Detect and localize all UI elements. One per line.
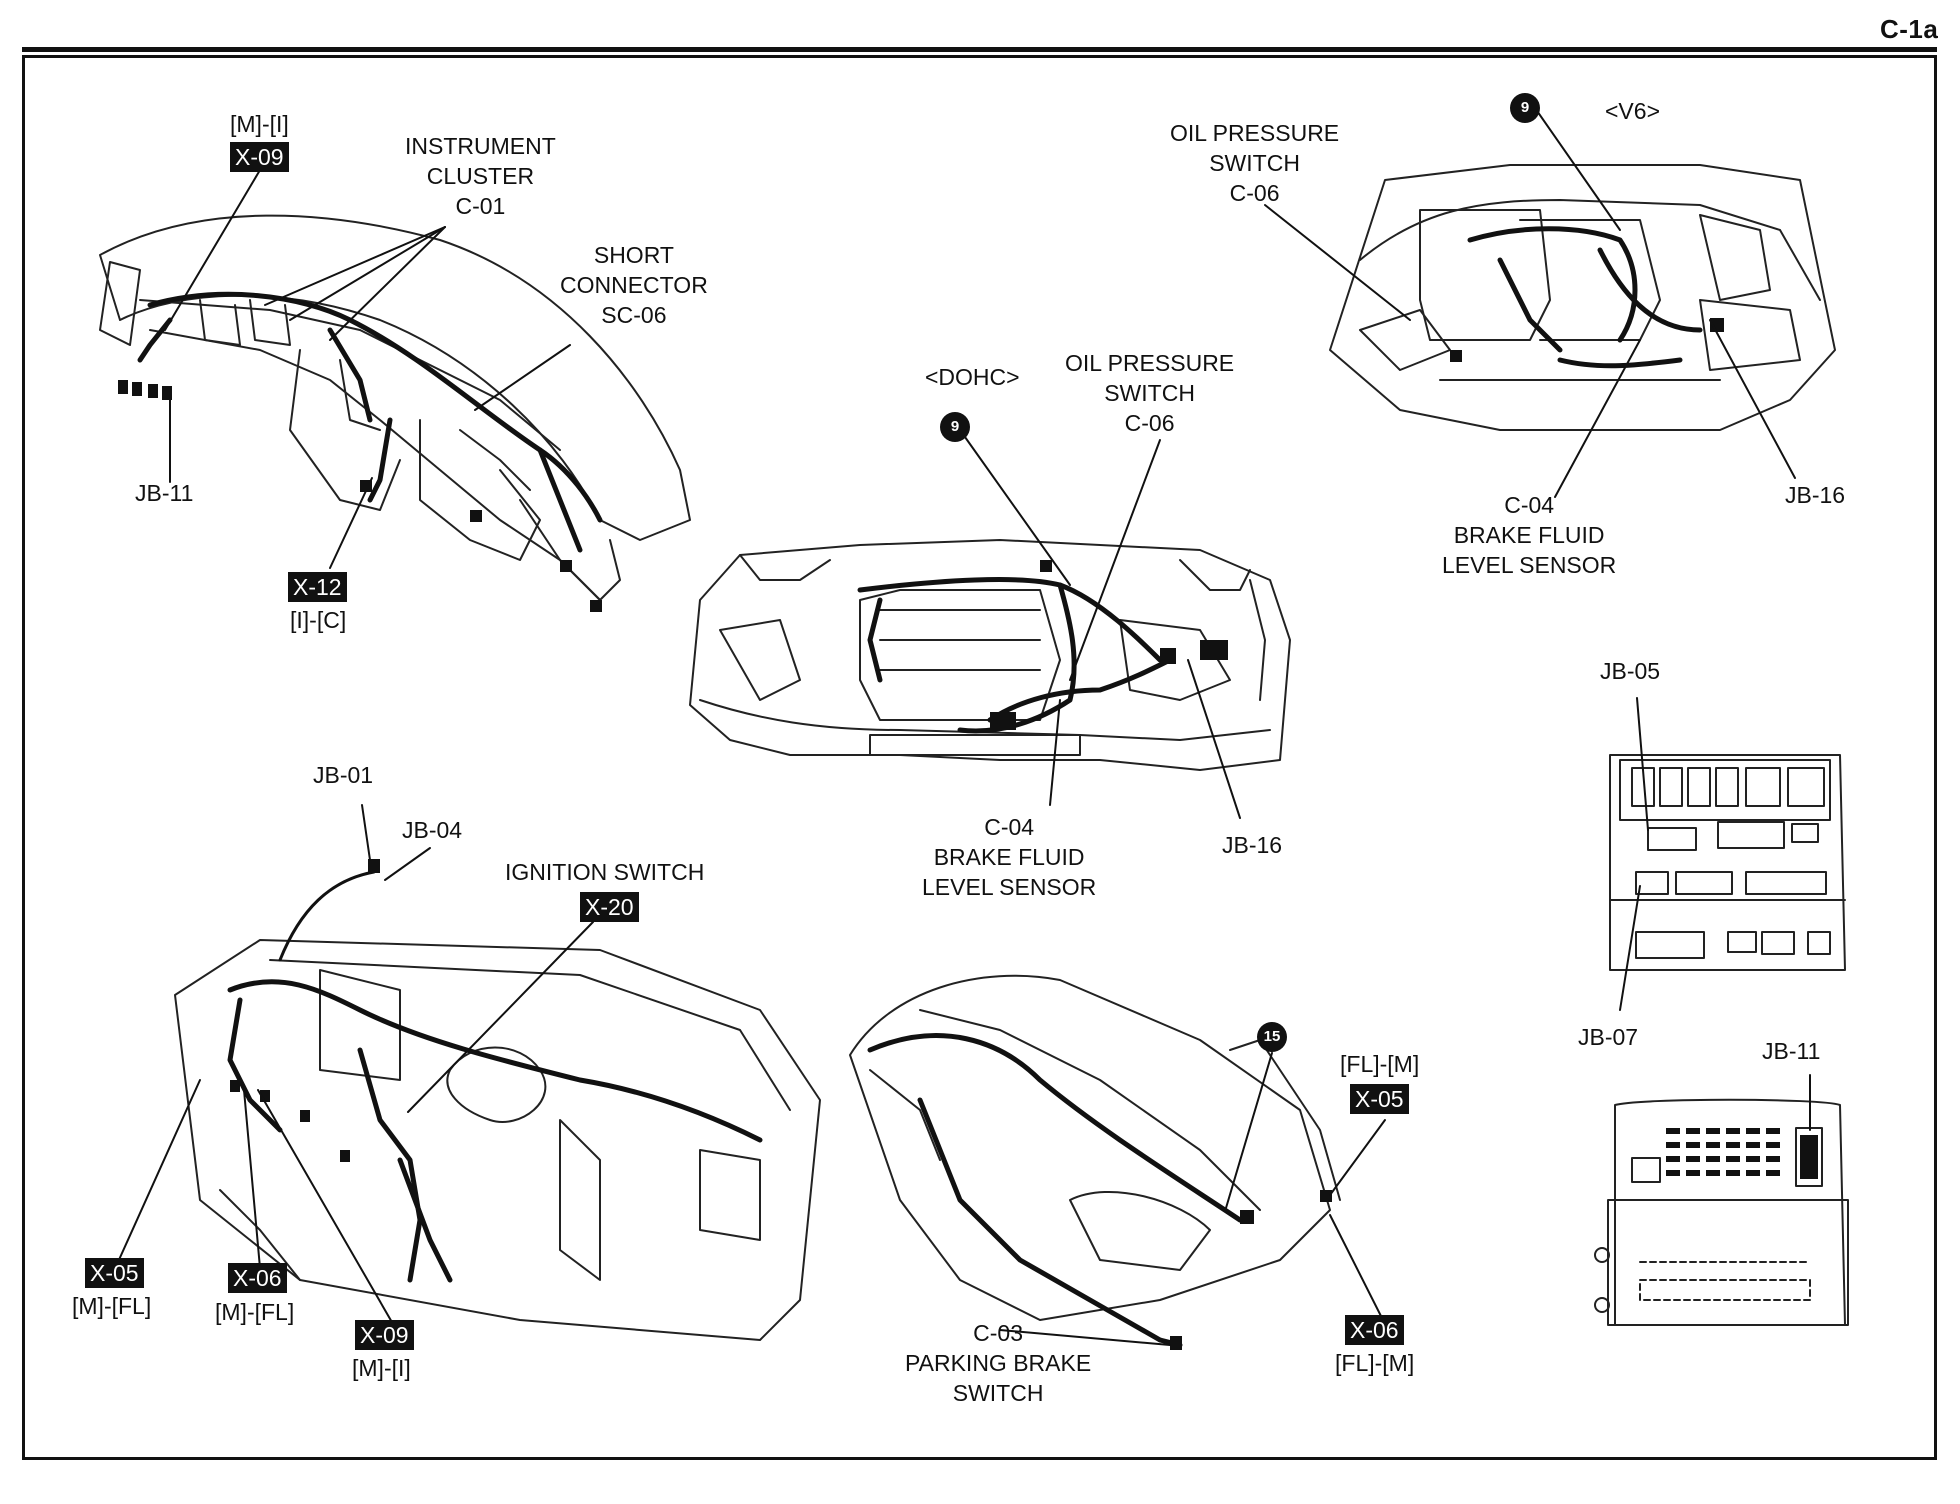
x09-bottom-tag: X-09 (355, 1320, 414, 1350)
x05-right-tag: X-05 (1350, 1084, 1409, 1114)
oil-pressure-v6-label: OIL PRESSURE SWITCH C-06 (1170, 120, 1340, 206)
dohc-label: <DOHC> (925, 364, 1020, 390)
brake-fluid-v6-label: C-04 BRAKE FLUID LEVEL SENSOR (1442, 492, 1617, 578)
jb11-box-drawing (1594, 1098, 1849, 1326)
x06-left-tag: X-06 (228, 1263, 287, 1293)
x06-right-tag: X-06 (1345, 1315, 1404, 1345)
flm-top-label: [FL]-[M] (1340, 1051, 1420, 1077)
jb01-label: JB-01 (313, 762, 374, 788)
x12-tag: X-12 (288, 572, 347, 602)
jb04-label: JB-04 (402, 817, 463, 843)
ignition-switch-label: IGNITION SWITCH (505, 859, 705, 885)
x09-top-tag: X-09 (230, 142, 289, 172)
ic-label: [I]-[C] (290, 607, 347, 633)
jb11-left-label: JB-11 (135, 480, 194, 506)
jb05-box-drawing (1609, 754, 1846, 971)
floor-harness-drawing (849, 974, 1341, 1321)
jb16-dohc-label: JB-16 (1222, 832, 1283, 858)
v6-label: <V6> (1605, 98, 1660, 124)
diagram-frame (22, 55, 1937, 1460)
mfl-label-2: [M]-[FL] (215, 1299, 295, 1325)
x05-left-tag: X-05 (85, 1258, 144, 1288)
mi-bottom-label: [M]-[I] (352, 1355, 411, 1381)
dohc-callout-9: 9 (940, 412, 970, 442)
mfl-label-1: [M]-[FL] (72, 1293, 152, 1319)
oil-pressure-dohc-label: OIL PRESSURE SWITCH C-06 (1065, 350, 1235, 436)
jb07-label: JB-07 (1578, 1024, 1639, 1050)
parking-brake-label: C-03 PARKING BRAKE SWITCH (905, 1320, 1092, 1406)
mi-top-label: [M]-[I] (230, 111, 289, 137)
jb11-box-label: JB-11 (1762, 1038, 1821, 1064)
brake-fluid-dohc-label: C-04 BRAKE FLUID LEVEL SENSOR (922, 814, 1097, 900)
floor-callout-15: 15 (1257, 1022, 1287, 1052)
flm-bottom-label: [FL]-[M] (1335, 1350, 1415, 1376)
jb05-label: JB-05 (1600, 658, 1661, 684)
jb16-v6-label: JB-16 (1785, 482, 1846, 508)
short-connector-label: SHORT CONNECTOR SC-06 (560, 242, 708, 328)
v6-engine-bay-drawing (1329, 164, 1836, 431)
lower-dash-drawing (174, 939, 821, 1341)
header-rule (22, 47, 1937, 52)
v6-callout-9: 9 (1510, 93, 1540, 123)
instrument-cluster-label: INSTRUMENT CLUSTER C-01 (405, 133, 556, 219)
page-id: C-1a (1880, 14, 1939, 44)
x20-tag: X-20 (580, 892, 639, 922)
